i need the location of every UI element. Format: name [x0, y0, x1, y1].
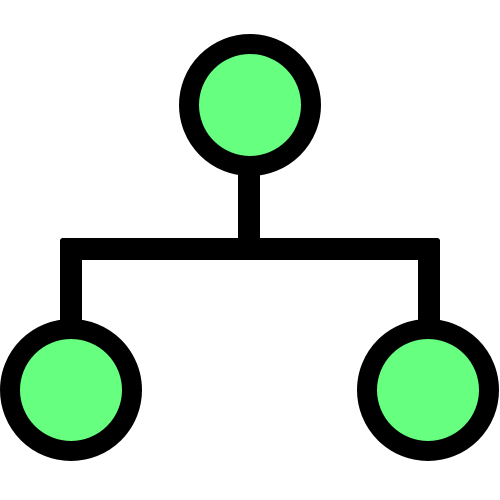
left-child-node	[0, 319, 142, 461]
connector-lines	[60, 164, 440, 334]
root-to-branch-connector	[238, 164, 260, 250]
left-branch-connector	[60, 238, 82, 334]
root-node	[179, 34, 321, 176]
hierarchy-nodes	[0, 34, 499, 461]
right-branch-connector	[418, 238, 440, 334]
right-child-node	[357, 319, 499, 461]
horizontal-branch-connector	[60, 238, 440, 260]
